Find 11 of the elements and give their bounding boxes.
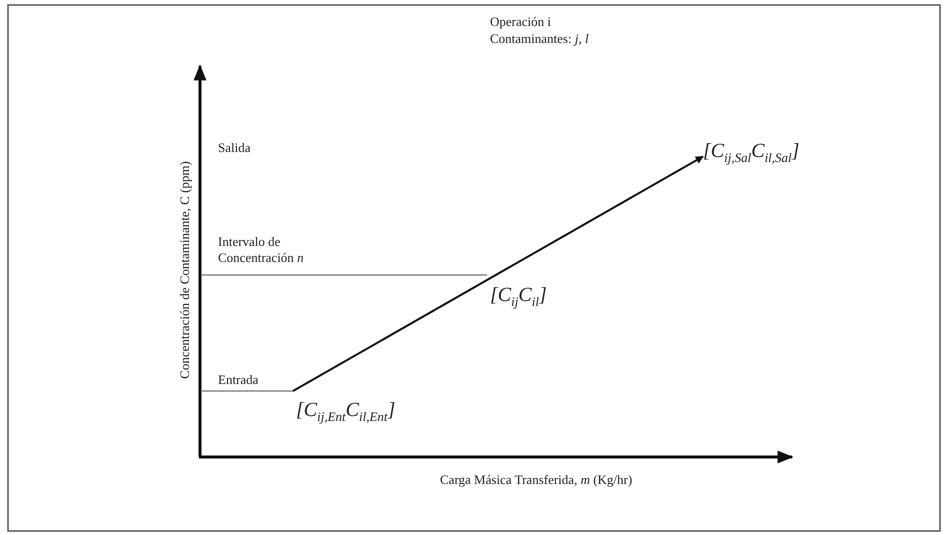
- axis-label: Carga Másica Transferida, m (Kg/hr): [440, 472, 632, 488]
- point-label: [C$_{ij,Sal}$C$_{il,Sal}$]: [703, 138, 800, 171]
- level-label: Salida: [218, 140, 250, 156]
- note-text: Contaminantes: j, l: [490, 31, 589, 47]
- level-label: Entrada: [218, 372, 258, 388]
- arrow: [292, 156, 704, 392]
- note-text: Operación i: [490, 14, 552, 30]
- axis-label: Concentración de Contaminante, C (ppm): [176, 161, 193, 379]
- point-label: [C$_{ij}$C$_{il}$]: [490, 283, 547, 311]
- level-label: Intervalo de Concentración n: [218, 234, 305, 266]
- point-label: [C$_{ij,Ent}$C$_{il,Ent}$]: [296, 397, 396, 430]
